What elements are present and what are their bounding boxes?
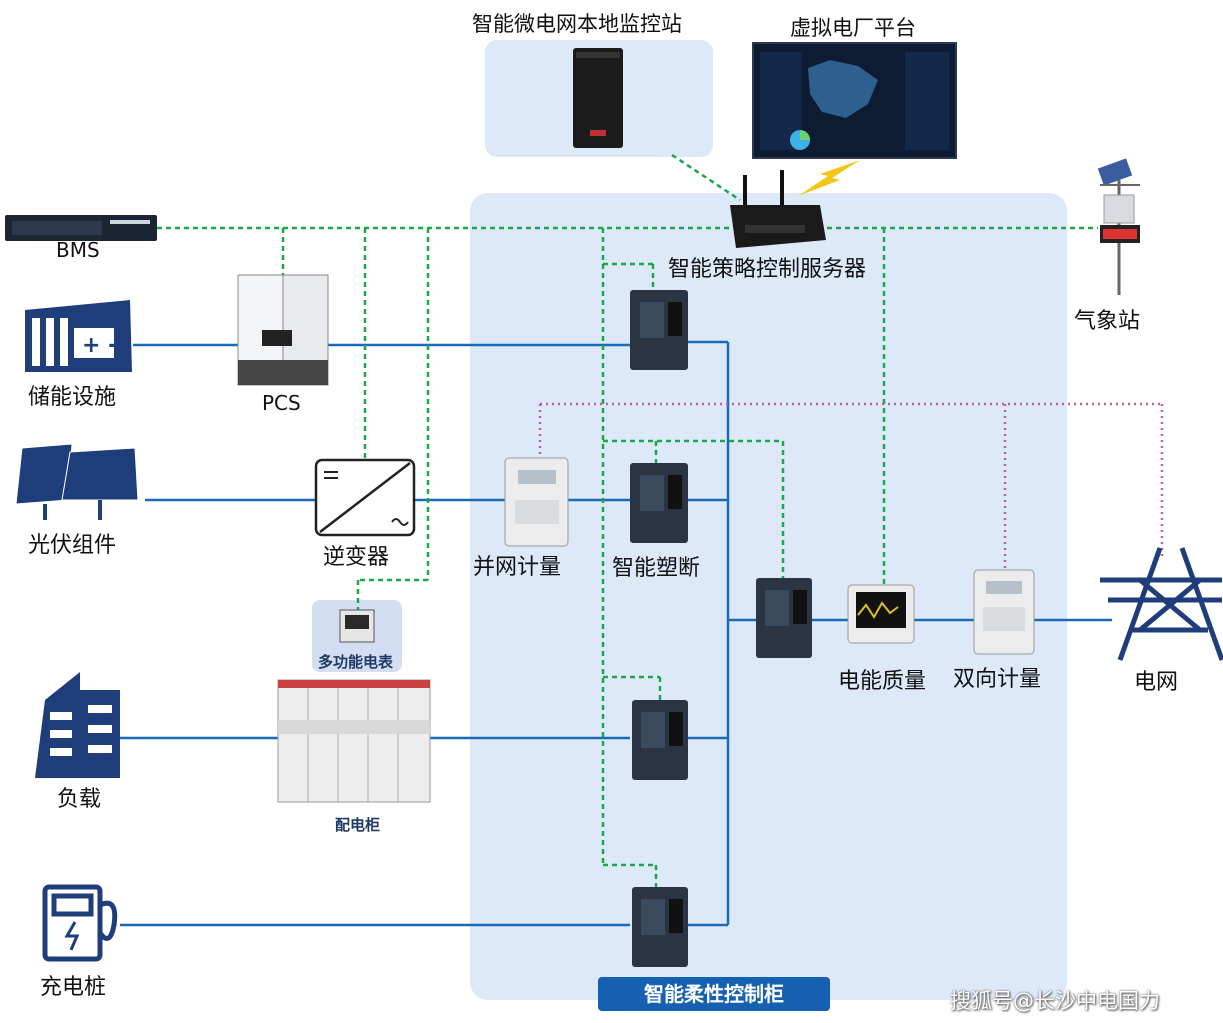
breaker-icon-2 <box>630 463 688 543</box>
switchgear-label: 配电柜 <box>335 816 381 834</box>
watermark: 搜狐号@长沙中电国力 <box>950 989 1160 1013</box>
multi-meter-label: 多功能电表 <box>318 653 394 671</box>
server-label: 智能策略控制服务器 <box>668 257 867 282</box>
grid-label: 电网 <box>1134 670 1179 695</box>
server-icon <box>730 170 826 248</box>
vpp-label: 虚拟电厂平台 <box>790 16 916 40</box>
wireless-bolt-icon <box>798 160 860 196</box>
metering-lines <box>538 402 1164 570</box>
inverter-label: 逆变器 <box>323 545 390 570</box>
charger-label: 充电桩 <box>40 975 107 1000</box>
local-station-label: 智能微电网本地监控站 <box>472 12 682 36</box>
load-building-icon <box>35 672 120 778</box>
pcs-cabinet-icon <box>237 274 329 386</box>
energy-storage-icon: + - <box>25 300 132 372</box>
communication-lines <box>157 153 1098 888</box>
pcs-label: PCS <box>262 391 301 415</box>
bidir-meter-label: 双向计量 <box>953 667 1042 692</box>
breaker-label: 智能塑断 <box>612 556 701 581</box>
bms-rack-icon <box>5 215 157 241</box>
ev-charger-icon <box>42 884 118 962</box>
breaker-icon-3 <box>756 578 812 658</box>
transmission-tower-icon <box>1100 547 1223 661</box>
storage-label: 储能设施 <box>28 385 117 410</box>
svg-text:+ -: + - <box>82 333 117 358</box>
multifunction-meter-icon <box>339 609 375 643</box>
cabinet-title: 智能柔性控制柜 <box>598 977 830 1011</box>
power-quality-icon <box>847 584 915 644</box>
bidirectional-meter-icon <box>973 569 1035 655</box>
grid-meter-icon <box>504 457 569 547</box>
grid-meter-label: 并网计量 <box>473 555 562 580</box>
pv-panel-icon <box>15 443 139 520</box>
breaker-icon-4 <box>632 700 688 780</box>
switchgear-icon <box>277 679 431 803</box>
breaker-icon-5 <box>632 887 688 967</box>
pv-label: 光伏组件 <box>28 533 117 558</box>
breaker-icon-1 <box>630 290 688 370</box>
load-label: 负载 <box>57 787 102 812</box>
inverter-icon <box>314 458 416 537</box>
bms-label: BMS <box>56 238 100 262</box>
weather-station-icon <box>1097 158 1140 295</box>
quality-label: 电能质量 <box>838 669 927 694</box>
weather-label: 气象站 <box>1074 309 1141 334</box>
vpp-screen-icon <box>752 42 957 159</box>
monitoring-pc-icon <box>573 48 623 148</box>
power-lines <box>120 340 1112 927</box>
